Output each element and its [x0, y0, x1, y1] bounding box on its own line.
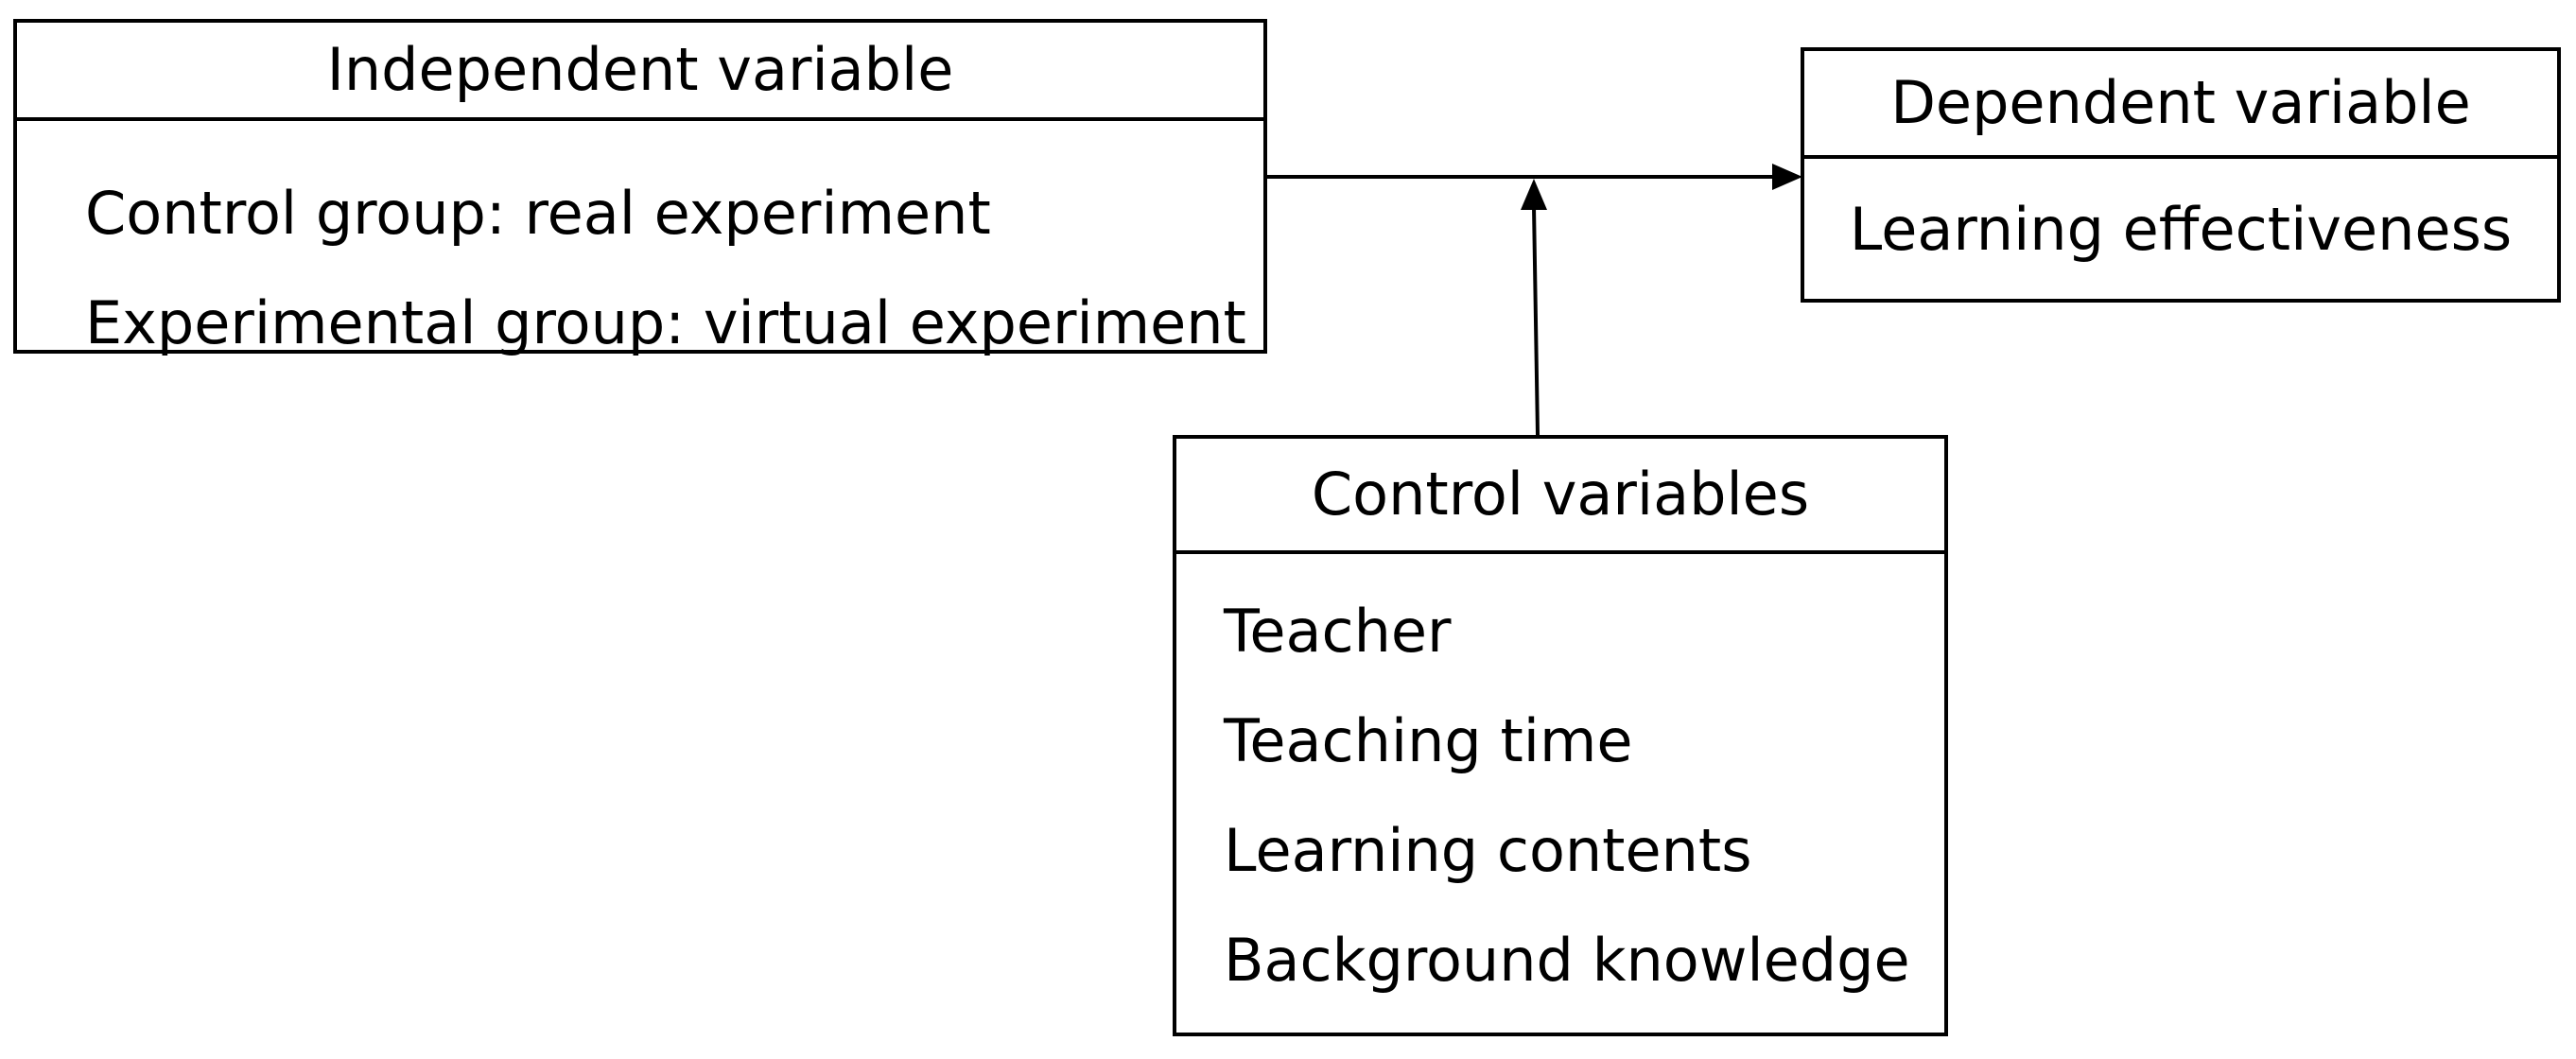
arrow-control-to-relation: [1532, 205, 1540, 436]
dependent-variable-title: Dependent variable: [1804, 51, 2557, 159]
arrowhead-relation: [1521, 179, 1547, 210]
control-item-learning-contents: Learning contents: [1224, 816, 1752, 885]
independent-item-control-group: Control group: real experiment: [85, 179, 991, 248]
independent-variable-list: Control group: real experiment Experimen…: [17, 121, 1263, 386]
control-item-background-knowledge: Background knowledge: [1224, 926, 1910, 995]
arrowhead-dependent: [1772, 164, 1802, 190]
control-item-teaching-time: Teaching time: [1224, 706, 1633, 775]
control-variables-box: Control variables Teacher Teaching time …: [1173, 435, 1948, 1036]
dependent-item-learning-effectiveness: Learning effectiveness: [1849, 195, 2513, 264]
dependent-variable-box: Dependent variable Learning effectivenes…: [1801, 47, 2561, 303]
independent-item-experimental-group: Experimental group: virtual experiment: [85, 288, 1246, 357]
control-variables-list: Teacher Teaching time Learning contents …: [1176, 554, 1944, 1031]
dependent-variable-list: Learning effectiveness: [1804, 159, 2557, 272]
control-variables-title: Control variables: [1176, 439, 1944, 554]
control-item-teacher: Teacher: [1224, 597, 1452, 666]
independent-variable-title: Independent variable: [17, 23, 1263, 121]
independent-variable-box: Independent variable Control group: real…: [13, 19, 1267, 357]
